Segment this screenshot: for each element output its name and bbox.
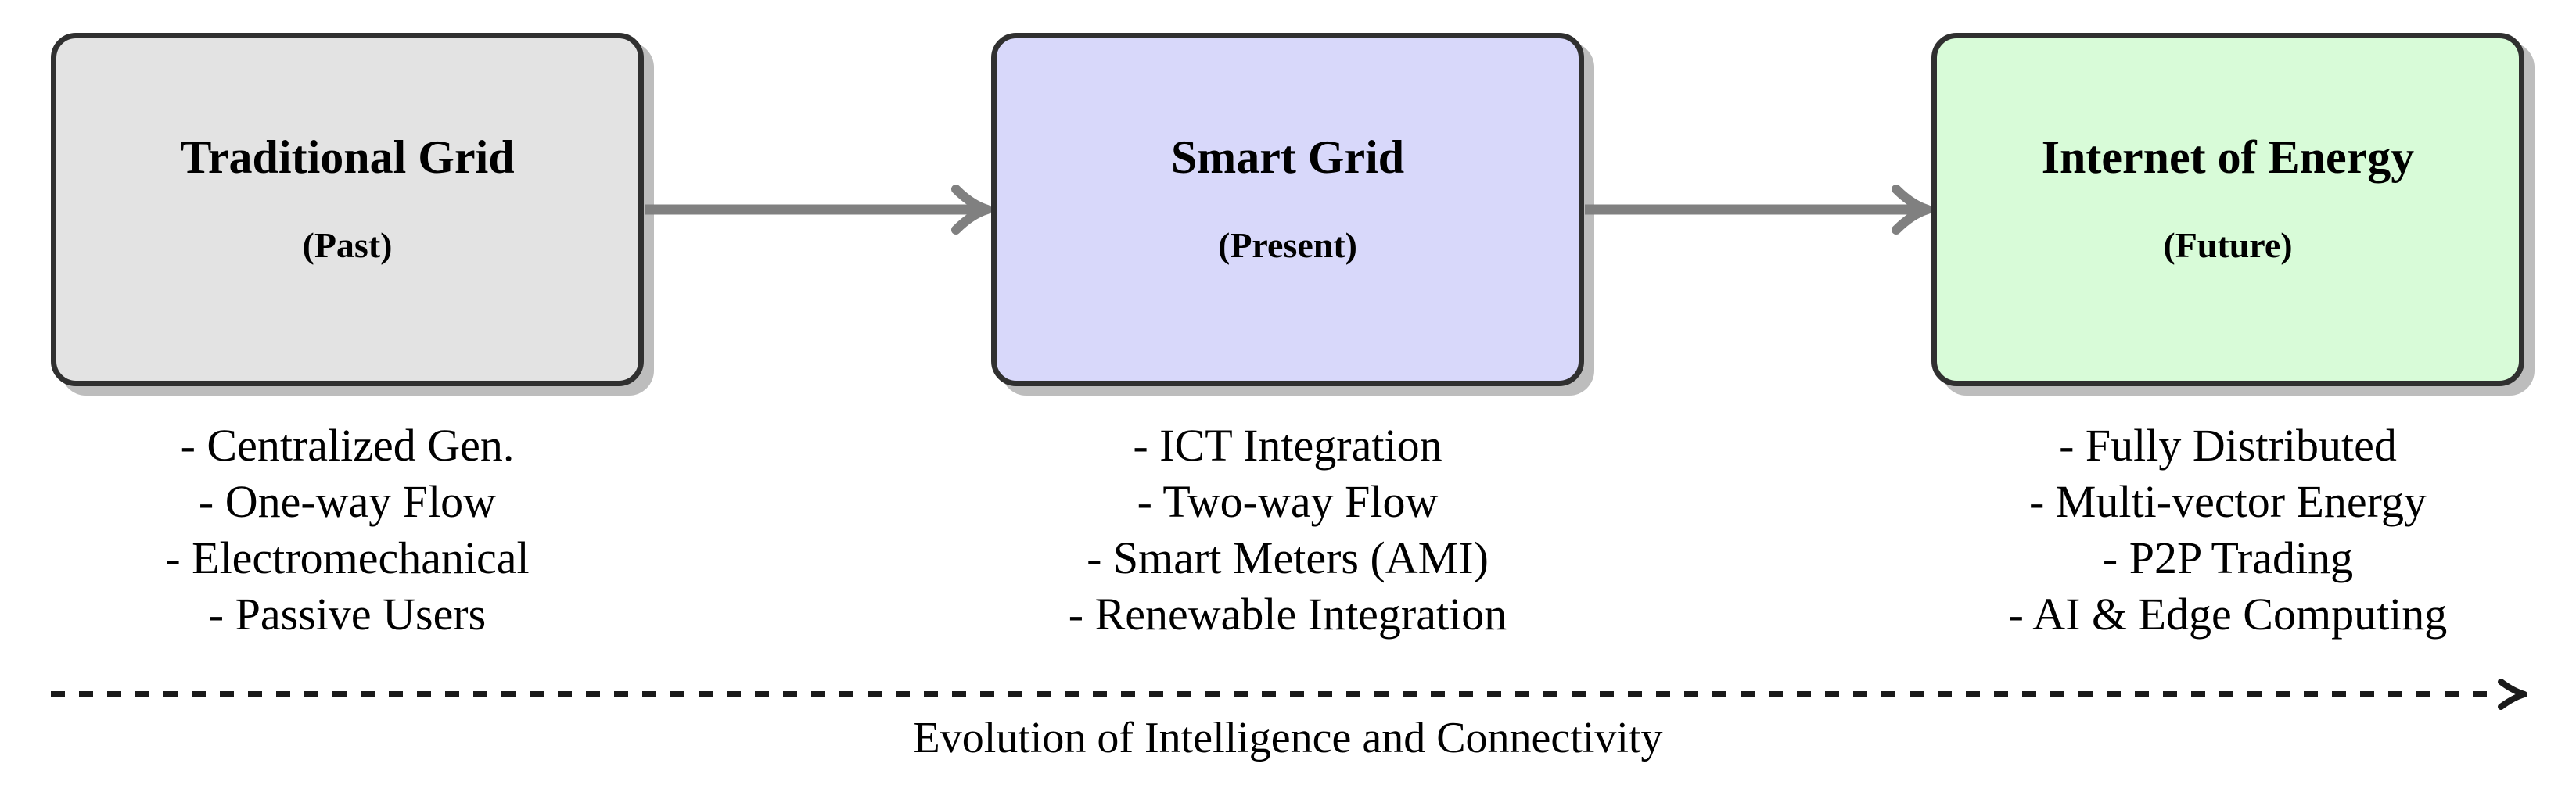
stage-box-traditional-grid: Traditional Grid (Past) — [51, 33, 644, 386]
feature-item: - One-way Flow — [198, 476, 497, 527]
timeline-dashed-line — [51, 691, 2499, 697]
stage-box-label-group: Traditional Grid (Past) — [180, 128, 514, 267]
feature-item: - Electromechanical — [165, 532, 530, 583]
stage-box-smart-grid: Smart Grid (Present) — [991, 33, 1584, 386]
timeline-caption: Evolution of Intelligence and Connectivi… — [913, 714, 1663, 762]
stage-title: Traditional Grid — [180, 131, 515, 183]
feature-list-smart-grid: - ICT Integration - Two-way Flow - Smart… — [929, 418, 1647, 643]
feature-item: - P2P Trading — [2102, 532, 2354, 583]
feature-item: - Smart Meters (AMI) — [1087, 532, 1489, 583]
stage-title: Smart Grid — [1170, 131, 1405, 183]
feature-list-traditional-grid: - Centralized Gen. - One-way Flow - Elec… — [0, 418, 706, 643]
flow-arrow-icon — [645, 185, 991, 235]
feature-item: - Fully Distributed — [2059, 420, 2397, 471]
timeline-arrowhead-icon — [2498, 679, 2527, 710]
feature-item: - Multi-vector Energy — [2029, 476, 2427, 527]
stage-subtitle: (Present) — [1218, 225, 1357, 265]
stage-title: Internet of Energy — [2041, 131, 2415, 183]
stage-box-label-group: Internet of Energy (Future) — [2042, 128, 2415, 267]
feature-item: - AI & Edge Computing — [2008, 589, 2448, 640]
feature-item: - Two-way Flow — [1137, 476, 1439, 527]
flow-arrow-icon — [1585, 185, 1931, 235]
feature-item: - Centralized Gen. — [180, 420, 515, 471]
stage-subtitle: (Past) — [302, 225, 393, 265]
feature-list-internet-of-energy: - Fully Distributed - Multi-vector Energ… — [1869, 418, 2576, 643]
feature-item: - ICT Integration — [1133, 420, 1442, 471]
stage-box-internet-of-energy: Internet of Energy (Future) — [1931, 33, 2524, 386]
feature-item: - Renewable Integration — [1068, 589, 1507, 640]
stage-box-label-group: Smart Grid (Present) — [1171, 128, 1404, 267]
stage-subtitle: (Future) — [2163, 225, 2293, 265]
feature-item: - Passive Users — [208, 589, 487, 640]
